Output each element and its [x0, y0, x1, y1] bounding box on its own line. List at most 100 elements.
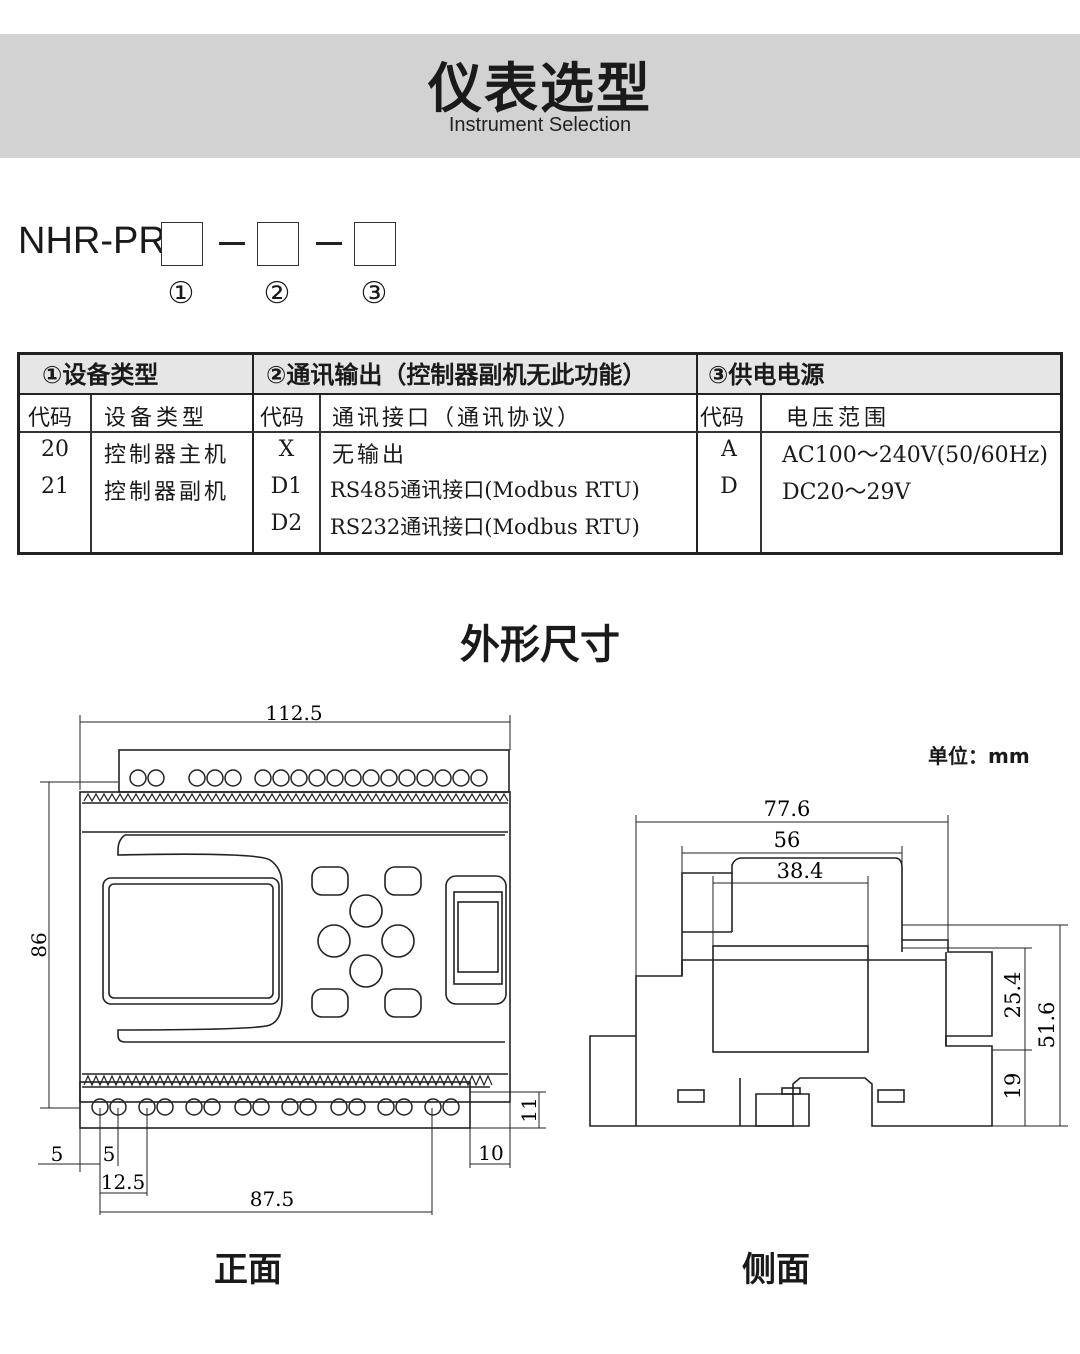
- group-2-row-1-code: X: [278, 437, 295, 462]
- group-1-desc-header: 设备类型: [104, 406, 209, 431]
- side-dim-h3-label: 19: [1001, 1073, 1025, 1100]
- side-body-outline: [589, 857, 993, 1127]
- side-dim-h1-label: 25.4: [1001, 972, 1025, 1019]
- terminal-screws: [83, 769, 509, 1116]
- group-1-row-2-desc: 控制器副机: [104, 480, 230, 505]
- group-3-title: ③供电电源: [698, 355, 1060, 395]
- table-row-divider: [20, 431, 1060, 433]
- terminal-screw: [290, 769, 308, 787]
- terminal-screw: [377, 1098, 395, 1116]
- group-1-row-2-code: 21: [41, 474, 69, 499]
- terminal-screw: [326, 769, 344, 787]
- group-2-desc-header: 通讯接口（通讯协议）: [332, 406, 583, 431]
- model-prefix: NHR-PR: [18, 220, 166, 262]
- side-view-drawing: 77.6 56 38.4 25.4 51.6 19: [589, 797, 1068, 1127]
- dim-pitch-b-label: 5: [103, 1142, 116, 1166]
- terminal-screw: [185, 1098, 203, 1116]
- group-1-code-header: 代码: [28, 406, 73, 431]
- slot-number-3: ③: [360, 276, 388, 311]
- terminal-screw: [109, 1098, 127, 1116]
- table-divider: [760, 395, 762, 552]
- serration: [83, 792, 509, 803]
- terminal-screw: [234, 1098, 252, 1116]
- group-3-desc-header: 电压范围: [786, 406, 891, 431]
- terminal-screw: [156, 1098, 174, 1116]
- side-dim-w3-label: 38.4: [777, 859, 824, 883]
- group-2-row-2-desc: RS485通讯接口(Modbus RTU): [330, 478, 640, 502]
- terminal-screw: [416, 769, 434, 787]
- group-3-row-2-code: D: [720, 474, 738, 499]
- terminal-screw: [344, 769, 362, 787]
- dimensions-title: 外形尺寸: [460, 622, 620, 668]
- group-3-row-1-code: A: [721, 437, 737, 462]
- terminal-screw: [138, 1098, 156, 1116]
- model-dash-2: [316, 242, 342, 245]
- front-view-drawing: 112.5 86 5 5 12.5 87.5 10 11: [27, 701, 546, 1215]
- dim-height-label: 86: [27, 932, 51, 957]
- serration: [83, 1074, 493, 1087]
- table-divider: [696, 355, 698, 552]
- group-2-title: ②通讯输出（控制器副机无此功能）: [254, 355, 696, 395]
- side-dim-w1-label: 77.6: [764, 797, 811, 821]
- dim-span-label: 87.5: [250, 1187, 295, 1211]
- table-divider: [90, 395, 92, 552]
- terminal-screw: [424, 1098, 442, 1116]
- terminal-screw: [308, 769, 326, 787]
- dim-width-label: 112.5: [265, 701, 322, 725]
- dim-foot-height-label: 11: [517, 1097, 541, 1122]
- group-2-row-1-desc: 无输出: [332, 443, 408, 468]
- terminal-screw: [362, 769, 380, 787]
- selection-table: ①设备类型 ②通讯输出（控制器副机无此功能） ③供电电源 代码 设备类型 20 …: [17, 352, 1063, 555]
- terminal-screw: [252, 1098, 270, 1116]
- group-3-row-1-desc: AC100～240V(50/60Hz): [782, 443, 1048, 468]
- page-title: 仪表选型: [428, 57, 652, 120]
- terminal-screw: [188, 769, 206, 787]
- terminal-screw: [147, 769, 165, 787]
- group-2-row-2-code: D1: [270, 474, 303, 499]
- terminal-screw: [129, 769, 147, 787]
- dim-pitch-a-label: 5: [51, 1142, 64, 1166]
- front-view-caption: 正面: [214, 1250, 282, 1290]
- terminal-screw: [442, 1098, 460, 1116]
- group-2-row-3-code: D2: [270, 511, 303, 536]
- terminal-screw: [395, 1098, 413, 1116]
- side-dim-w2-label: 56: [774, 828, 801, 852]
- terminal-screw: [91, 1098, 109, 1116]
- slot-number-1: ①: [167, 276, 195, 311]
- header-banner: 仪表选型 Instrument Selection: [0, 34, 1080, 158]
- main-body: [79, 791, 511, 1103]
- model-dash-1: [219, 242, 245, 245]
- group-1-row-1-code: 20: [41, 437, 69, 462]
- group-2-row-3-desc: RS232通讯接口(Modbus RTU): [330, 515, 640, 539]
- slot-number-2: ②: [263, 276, 291, 311]
- terminal-screw: [299, 1098, 317, 1116]
- terminal-screw: [398, 769, 416, 787]
- model-slot-2: [257, 222, 299, 266]
- side-inner-module: [712, 945, 869, 1053]
- table-divider: [319, 395, 321, 552]
- group-1-row-1-desc: 控制器主机: [104, 443, 230, 468]
- terminal-screw: [470, 769, 488, 787]
- dim-foot-width-label: 10: [478, 1141, 503, 1165]
- terminal-screw: [380, 769, 398, 787]
- terminal-screw: [203, 1098, 221, 1116]
- terminal-screw: [348, 1098, 366, 1116]
- group-3-row-2-desc: DC20～29V: [782, 480, 911, 505]
- group-2-code-header: 代码: [260, 406, 305, 431]
- terminal-screw: [206, 769, 224, 787]
- terminal-screw: [452, 769, 470, 787]
- terminal-screw: [330, 1098, 348, 1116]
- group-1-title: ①设备类型: [20, 355, 252, 395]
- model-slot-3: [354, 222, 396, 266]
- terminal-screw: [272, 769, 290, 787]
- side-dim-h2-label: 51.6: [1035, 1002, 1059, 1049]
- terminal-screw: [434, 769, 452, 787]
- unit-label: 单位：mm: [928, 744, 1030, 768]
- side-view-caption: 侧面: [742, 1250, 810, 1290]
- group-3-code-header: 代码: [700, 406, 745, 431]
- table-divider: [252, 355, 254, 552]
- terminal-screw: [281, 1098, 299, 1116]
- page-subtitle: Instrument Selection: [448, 114, 632, 136]
- dim-pitch-c-label: 12.5: [101, 1170, 146, 1194]
- terminal-screw: [254, 769, 272, 787]
